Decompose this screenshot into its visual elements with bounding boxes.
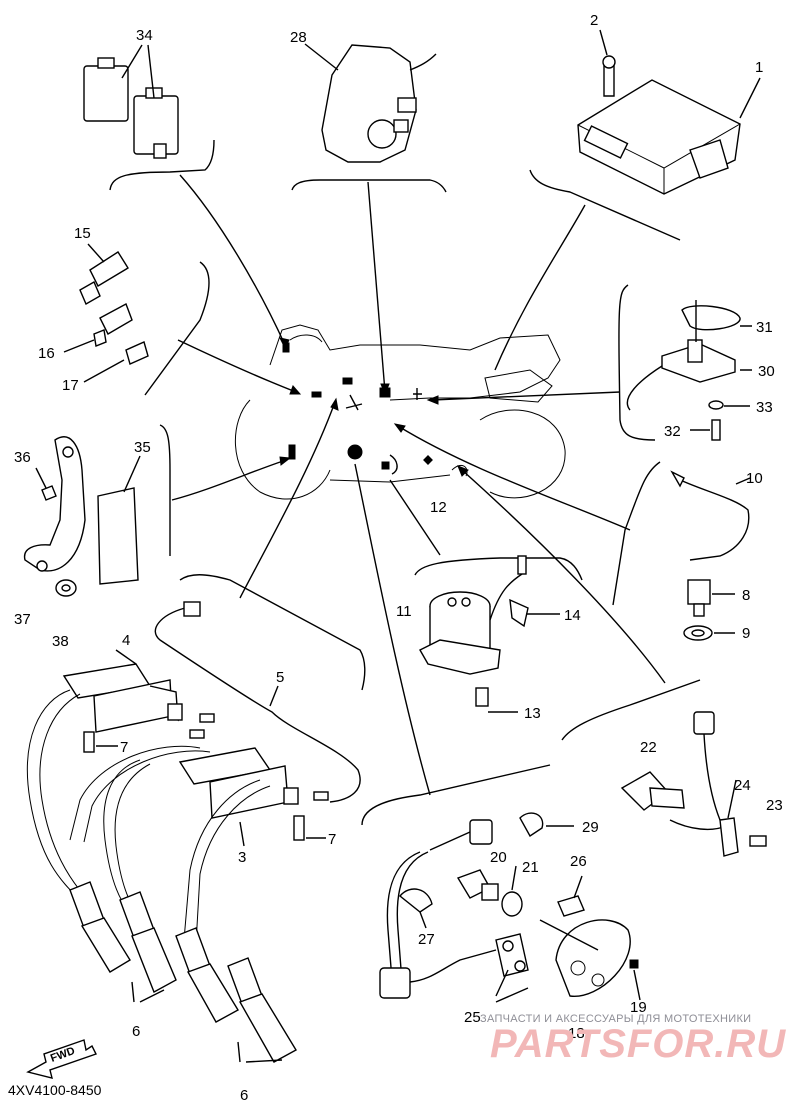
callout-7b: 7: [328, 831, 336, 848]
callout-36: 36: [14, 449, 31, 466]
neutral-switch-8: [670, 470, 751, 641]
callout-1: 1: [755, 59, 763, 76]
callout-11: 11: [396, 603, 412, 620]
forward-arrow: FWD: [26, 1039, 97, 1079]
relay-assembly-34: [83, 44, 179, 159]
callout-22: 22: [640, 739, 657, 756]
callout-33: 33: [756, 399, 773, 416]
callout-13: 13: [524, 705, 541, 722]
callout-24: 24: [734, 777, 751, 794]
ignition-coils-3-4: [62, 601, 361, 847]
callout-17: 17: [62, 377, 79, 394]
callout-4: 4: [122, 632, 130, 649]
callout-10: 10: [746, 470, 763, 487]
callout-2: 2: [590, 12, 598, 29]
callout-31: 31: [756, 319, 773, 336]
control-unit-1: [577, 29, 761, 195]
callout-14: 14: [564, 607, 581, 624]
callout-12: 12: [430, 499, 447, 516]
watermark-brand: PARTSFOR.RU: [490, 1022, 787, 1066]
watermark-caption: ЗАПЧАСТИ И АКСЕССУАРЫ ДЛЯ МОТОТЕХНИКИ: [480, 1013, 752, 1025]
callout-6a: 6: [132, 1023, 140, 1040]
leader-lines: [171, 174, 666, 796]
pickup-assembly-18: [379, 812, 641, 1003]
callout-20: 20: [490, 849, 507, 866]
starter-relay-11: [419, 555, 560, 713]
plug-cap-a: [69, 881, 131, 973]
callout-38: 38: [52, 633, 69, 650]
callout-numbers: 1 2 3 4 5 6 6 7 7 8 9 10 11 12 13 14 15 …: [14, 12, 783, 1104]
callout-26: 26: [570, 853, 587, 870]
callout-21: 21: [522, 859, 539, 876]
plug-cap-b: [119, 891, 177, 993]
callout-3: 3: [238, 849, 246, 866]
plug-cap-d: [227, 957, 297, 1063]
sensors-15-16-17: [63, 243, 149, 383]
callout-23: 23: [766, 797, 783, 814]
callout-25: 25: [464, 1009, 481, 1026]
callout-6b: 6: [240, 1087, 248, 1104]
motorcycle-silhouette: [234, 324, 566, 500]
speed-sensor-22: [620, 711, 767, 857]
group-brackets: [109, 139, 701, 826]
callout-15: 15: [74, 225, 91, 242]
sidestand-switch-30: [626, 300, 752, 441]
callout-32: 32: [664, 423, 681, 440]
callout-34: 34: [136, 27, 153, 44]
callout-8: 8: [742, 587, 750, 604]
callout-28: 28: [290, 29, 307, 46]
sensor-bracket-28: [304, 43, 437, 163]
callout-27: 27: [418, 931, 435, 948]
callout-35: 35: [134, 439, 151, 456]
callout-29: 29: [582, 819, 599, 836]
spark-plug-leads-6: [26, 689, 297, 1063]
plug-cap-c: [175, 927, 239, 1023]
callout-7a: 7: [120, 739, 128, 756]
callout-37: 37: [14, 611, 31, 628]
callout-30: 30: [758, 363, 775, 380]
callout-16: 16: [38, 345, 55, 362]
diagram-part-code: 4XV4100-8450: [8, 1082, 102, 1098]
callout-5: 5: [276, 669, 284, 686]
callout-18: 18: [568, 1025, 585, 1042]
callout-9: 9: [742, 625, 750, 642]
bracket-36-37: [23, 436, 141, 597]
callout-19: 19: [630, 999, 647, 1016]
